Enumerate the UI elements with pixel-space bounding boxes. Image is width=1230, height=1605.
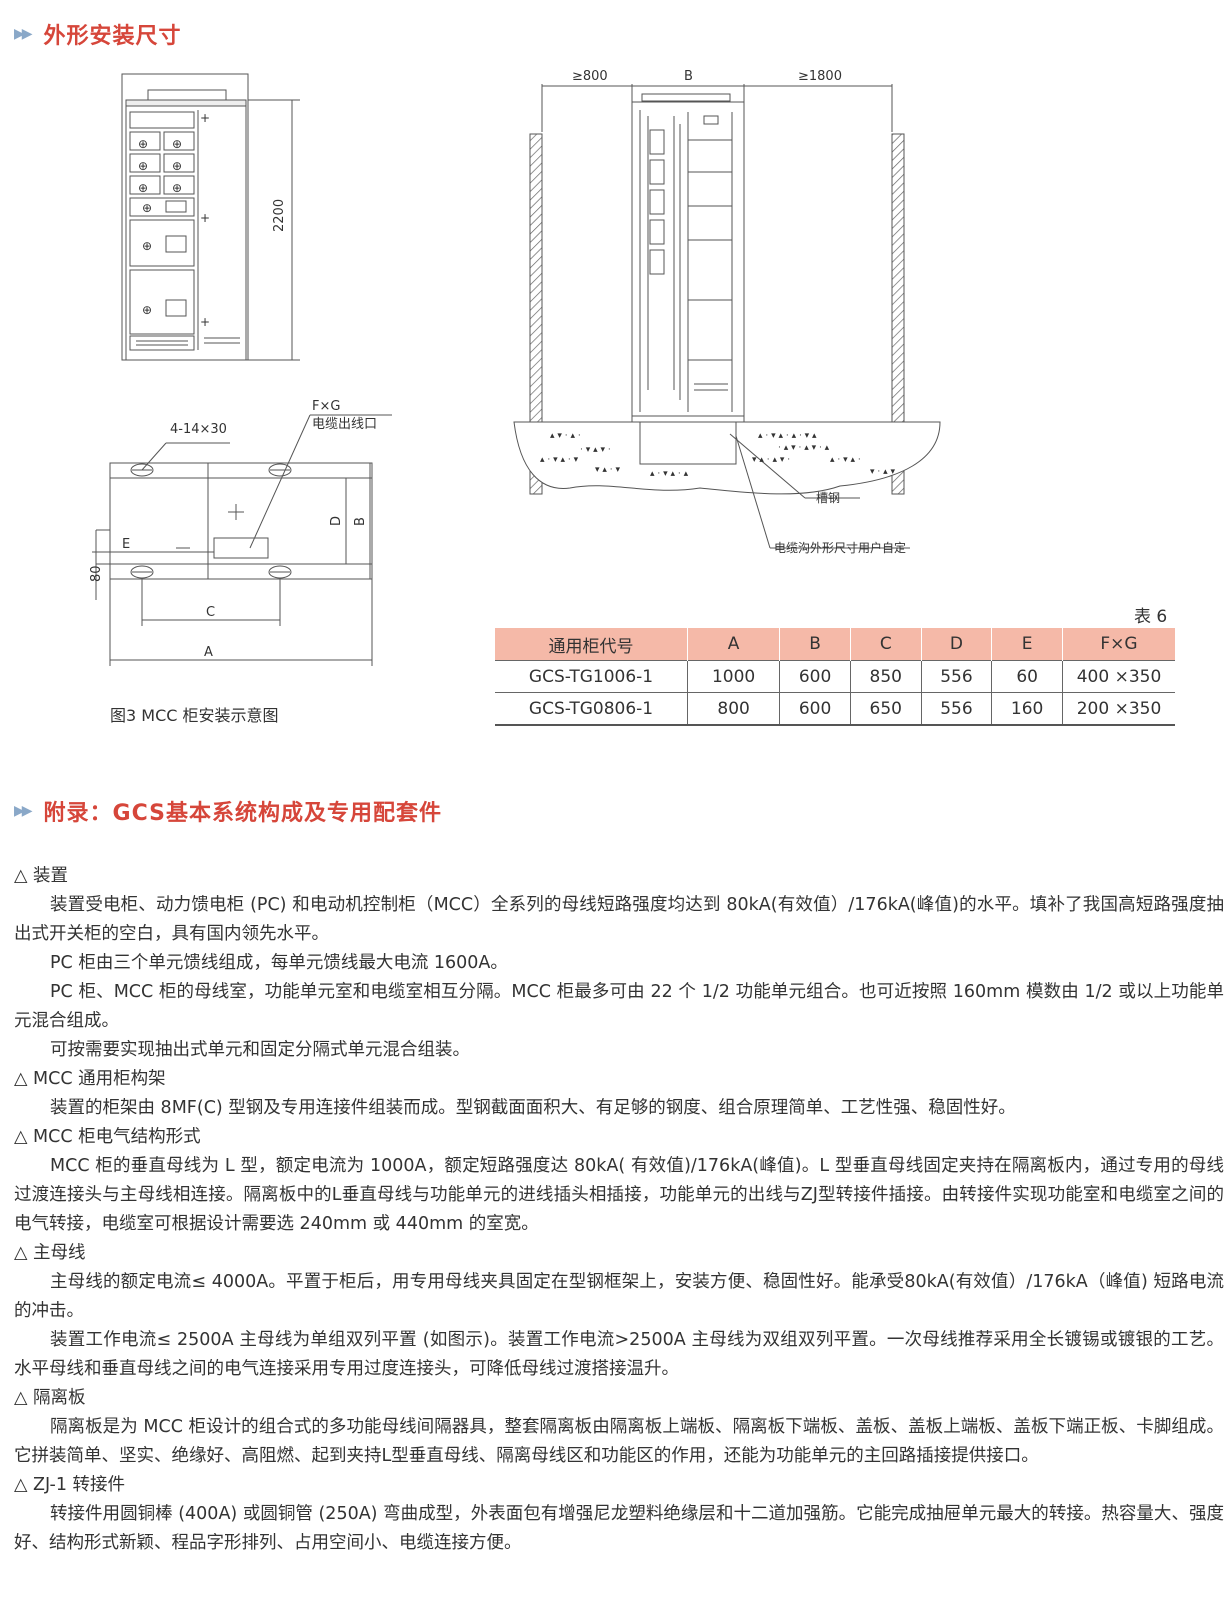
paragraph: 主母线的额定电流≤ 4000A。平置于柜后，用专用母线夹具固定在型钢框架上，安装… — [14, 1272, 1224, 1321]
channel-steel-label: 槽钢 — [816, 491, 840, 505]
svg-text:⊕: ⊕ — [172, 159, 182, 173]
paragraph: 隔离板是为 MCC 柜设计的组合式的多功能母线间隔器具，整套隔离板由隔离板上端板… — [14, 1417, 1224, 1466]
table-cell: GCS-TG0806-1 — [495, 692, 688, 726]
left-gap-label: ≥800 — [572, 69, 608, 84]
trench-note-label: 电缆沟外形尺寸用户自定 — [774, 540, 906, 555]
svg-text:▴ ▾ · ▴ ·: ▴ ▾ · ▴ · — [550, 431, 581, 441]
double-arrow-icon: ▶▶ — [14, 26, 32, 42]
table-cell: 850 — [849, 660, 922, 693]
paragraph: 装置工作电流≤ 2500A 主母线为单组双列平置 (如图示)。装置工作电流>25… — [14, 1330, 1224, 1379]
dim-80-label: 80 — [89, 565, 104, 582]
dim-d-label: D — [329, 516, 344, 526]
svg-text:▴ · ▾ ▴ · ▴: ▴ · ▾ ▴ · ▴ — [650, 469, 689, 479]
appendix-body: △ 装置 装置受电柜、动力馈电柜 (PC) 和电动机控制柜（MCC）全系列的母线… — [14, 862, 1224, 1558]
svg-text:▾ ▴ · ▴ ▾ ·: ▾ ▴ · ▴ ▾ · — [752, 455, 790, 465]
subsection-heading: △ 主母线 — [14, 1243, 86, 1263]
svg-text:⊕: ⊕ — [142, 303, 152, 317]
paragraph: PC 柜由三个单元馈线组成，每单元馈线最大电流 1600A。 — [50, 953, 508, 973]
table-cell: 160 — [991, 692, 1063, 726]
svg-text:+: + — [200, 211, 210, 225]
svg-text:⊕: ⊕ — [142, 239, 152, 253]
table-header: C — [849, 628, 922, 661]
width-label: B — [684, 69, 693, 84]
paragraph: 可按需要实现抽出式单元和固定分隔式单元混合组装。 — [50, 1040, 470, 1060]
holes-label: 4-14×30 — [170, 422, 227, 437]
svg-text:+: + — [200, 111, 210, 125]
svg-text:⊕: ⊕ — [142, 201, 152, 215]
dim-c-label: C — [206, 605, 215, 620]
right-gap-label: ≥1800 — [798, 69, 842, 84]
dim-e-label: E — [122, 537, 130, 552]
unit-symbol: ⊕ — [138, 137, 148, 151]
table-header: B — [779, 628, 851, 661]
svg-text:▴ · ▾ ▴ ·: ▴ · ▾ ▴ · — [830, 455, 861, 465]
table-number: 表 6 — [1134, 607, 1168, 627]
subsection-heading: △ 装置 — [14, 866, 69, 886]
table-cell: 200 ×350 — [1062, 692, 1175, 726]
svg-text:· ▾ ▴ ▾ ·: · ▾ ▴ ▾ · — [580, 445, 611, 455]
svg-text:⊕: ⊕ — [172, 181, 182, 195]
svg-text:▾ · ▴ ▾: ▾ · ▴ ▾ — [870, 467, 895, 477]
height-label: 2200 — [272, 199, 287, 232]
table-row: GCS-TG1006-1 1000 600 850 556 60 400 ×35… — [495, 660, 1175, 693]
table-cell: 650 — [849, 692, 922, 726]
svg-text:+: + — [200, 315, 210, 329]
double-arrow-icon: ▶▶ — [14, 803, 32, 819]
svg-text:▾ ▴ · ▾: ▾ ▴ · ▾ — [595, 465, 620, 475]
table-cell: 60 — [991, 660, 1063, 693]
aggregate-dots: ▴ ▾ · ▴ · · ▾ ▴ ▾ · ▴ · ▾ ▴ · ▾ ▾ ▴ · ▾ … — [540, 431, 895, 479]
svg-text:▴ · ▾ ▴ · ▴ · ▾ ▴: ▴ · ▾ ▴ · ▴ · ▾ ▴ — [758, 431, 817, 441]
table-cell: GCS-TG1006-1 — [495, 660, 688, 693]
svg-text:· ▴ ▾ · ▴ ▾ · ▴: · ▴ ▾ · ▴ ▾ · ▴ — [778, 443, 830, 453]
svg-text:▴ · ▾ ▴ · ▾: ▴ · ▾ ▴ · ▾ — [540, 455, 579, 465]
svg-text:⊕: ⊕ — [138, 181, 148, 195]
subsection-heading: △ MCC 通用柜构架 — [14, 1069, 166, 1089]
svg-text:⊕: ⊕ — [172, 137, 182, 151]
paragraph: PC 柜、MCC 柜的母线室，功能单元室和电缆室相互分隔。MCC 柜最多可由 2… — [14, 982, 1224, 1031]
table-cell: 1000 — [686, 660, 780, 693]
table-cell: 400 ×350 — [1062, 660, 1175, 693]
table-cell: 600 — [779, 692, 851, 726]
paragraph: 装置的柜架由 8MF(C) 型钢及专用连接件组装而成。型钢截面面积大、有足够的钢… — [50, 1098, 1016, 1118]
table-cell: 600 — [779, 660, 851, 693]
table-header: F×G — [1062, 628, 1175, 661]
cable-outlet-label: 电缆出线口 — [312, 416, 377, 432]
subsection-heading: △ 隔离板 — [14, 1388, 86, 1408]
subsection-heading: △ ZJ-1 转接件 — [14, 1475, 126, 1495]
table-header: A — [686, 628, 780, 661]
table-header: D — [920, 628, 992, 661]
svg-text:⊕: ⊕ — [138, 159, 148, 173]
table-header: E — [991, 628, 1063, 661]
section-title: 附录：GCS基本系统构成及专用配套件 — [43, 801, 443, 826]
mcc-cabinet-drawing: ⊕ ⊕ ⊕ ⊕ ⊕ ⊕ ⊕ ⊕ ⊕ + + + 2200 F×G 电缆出线口 4… — [89, 73, 392, 666]
installation-side-view: ▴ ▾ · ▴ · · ▾ ▴ ▾ · ▴ · ▾ ▴ · ▾ ▾ ▴ · ▾ … — [513, 69, 941, 555]
paragraph: 装置受电柜、动力馈电柜 (PC) 和电动机控制柜（MCC）全系列的母线短路强度均… — [14, 895, 1224, 944]
section-title: 外形安装尺寸 — [43, 24, 182, 49]
table-cell: 556 — [920, 660, 992, 693]
section-header-dimensions: ▶▶ 外形安装尺寸 — [14, 18, 182, 50]
paragraph: 转接件用圆铜棒 (400A) 或圆铜管 (250A) 弯曲成型，外表面包有增强尼… — [14, 1504, 1224, 1553]
fg-label: F×G — [312, 399, 340, 414]
figure-caption: 图3 MCC 柜安装示意图 — [110, 706, 279, 725]
table-row: GCS-TG0806-1 800 600 650 556 160 200 ×35… — [495, 692, 1175, 726]
spec-table: 通用柜代号 A B C D E F×G GCS-TG1006-1 1000 60… — [495, 628, 1175, 726]
table-cell: 556 — [920, 692, 992, 726]
dim-b-label: B — [353, 517, 368, 526]
table-header-row: 通用柜代号 A B C D E F×G — [495, 628, 1175, 661]
section-header-appendix: ▶▶ 附录：GCS基本系统构成及专用配套件 — [14, 795, 442, 827]
subsection-heading: △ MCC 柜电气结构形式 — [14, 1127, 201, 1147]
paragraph: MCC 柜的垂直母线为 L 型，额定电流为 1000A，额定短路强度达 80kA… — [14, 1156, 1224, 1234]
dim-a-label: A — [204, 645, 213, 660]
table-cell: 800 — [686, 692, 780, 726]
table-header: 通用柜代号 — [495, 628, 688, 661]
